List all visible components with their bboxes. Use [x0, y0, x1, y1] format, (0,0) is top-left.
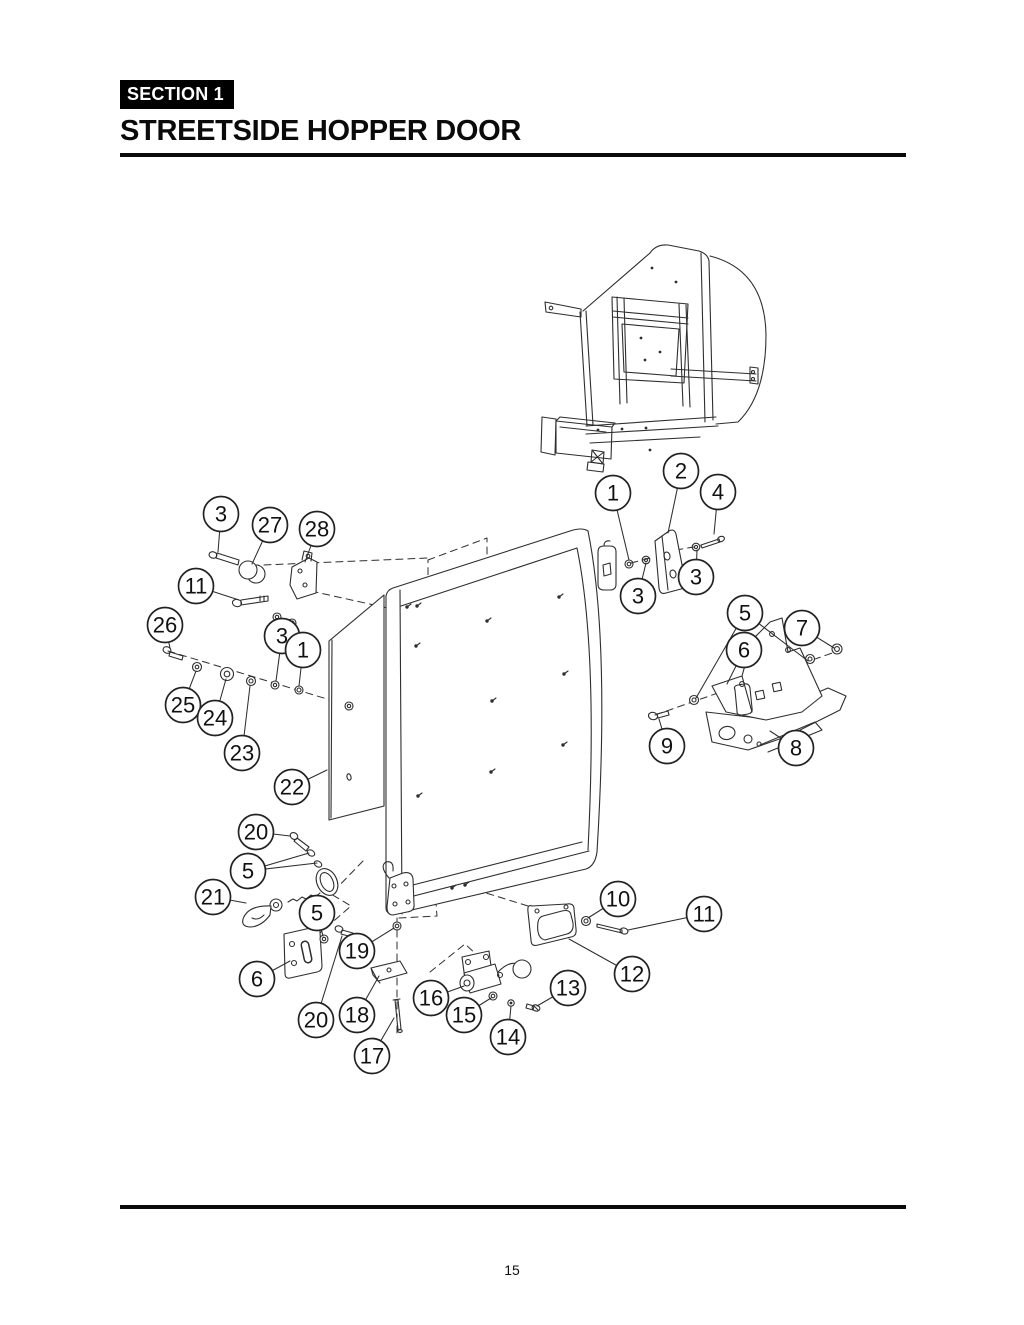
callout-20: 20 [237, 813, 275, 851]
svg-text:21: 21 [201, 885, 225, 910]
svg-text:28: 28 [305, 517, 329, 542]
svg-text:3: 3 [276, 624, 288, 649]
svg-text:19: 19 [345, 939, 369, 964]
svg-text:23: 23 [230, 741, 254, 766]
callout-15: 15 [445, 996, 483, 1034]
svg-text:15: 15 [452, 1003, 476, 1028]
svg-text:7: 7 [796, 616, 808, 641]
svg-text:2: 2 [675, 459, 687, 484]
header-rule [120, 153, 906, 157]
svg-text:27: 27 [258, 513, 282, 538]
svg-text:12: 12 [620, 962, 644, 987]
door-rivets [405, 593, 569, 890]
hopper-door-panel [382, 528, 617, 916]
svg-text:25: 25 [171, 693, 195, 718]
door-bottom-hinge [382, 861, 415, 916]
callout-1: 1 [284, 631, 322, 669]
callout-28: 28 [298, 510, 336, 548]
callout-19: 19 [338, 932, 376, 970]
section-badge: SECTION 1 [120, 80, 234, 109]
svg-text:22: 22 [280, 775, 304, 800]
svg-text:3: 3 [632, 584, 644, 609]
callout-18: 18 [338, 996, 376, 1034]
callout-3: 3 [619, 577, 657, 615]
svg-text:11: 11 [185, 574, 208, 599]
callout-11: 11 [177, 567, 215, 605]
strap-assembly [242, 831, 339, 928]
svg-text:13: 13 [556, 976, 580, 1001]
door-seal-sheet [328, 594, 385, 821]
callout-17: 17 [353, 1037, 391, 1075]
callout-10: 10 [599, 880, 637, 918]
svg-text:26: 26 [153, 613, 177, 638]
svg-text:3: 3 [215, 502, 227, 527]
callout-5: 5 [298, 894, 336, 932]
latch-handle-assembly [459, 950, 541, 1012]
svg-text:6: 6 [251, 967, 263, 992]
svg-text:20: 20 [304, 1008, 328, 1033]
callout-23: 23 [223, 734, 261, 772]
svg-text:5: 5 [242, 859, 254, 884]
svg-text:3: 3 [690, 565, 702, 590]
callout-9: 9 [648, 727, 686, 765]
callout-21: 21 [194, 878, 232, 916]
latch-catch-assembly [527, 903, 629, 946]
callout-4: 4 [699, 473, 737, 511]
callout-13: 13 [549, 969, 587, 1007]
callout-1: 1 [594, 474, 632, 512]
svg-text:11: 11 [693, 902, 716, 927]
callout-2: 2 [662, 452, 700, 490]
bottom-pin-hardware [370, 921, 408, 1033]
callout-7: 7 [783, 609, 821, 647]
callout-3: 3 [202, 495, 240, 533]
svg-text:17: 17 [360, 1044, 384, 1069]
svg-text:8: 8 [790, 736, 802, 761]
footer-rule [120, 1205, 906, 1209]
callout-27: 27 [251, 506, 289, 544]
page-header: SECTION 1 STREETSIDE HOPPER DOOR [120, 80, 906, 148]
svg-text:16: 16 [419, 986, 443, 1011]
right-latch-bracket-assembly [647, 617, 847, 753]
left-fastener-axis [162, 646, 354, 711]
callout-5: 5 [229, 852, 267, 890]
callout-25: 25 [164, 686, 202, 724]
svg-text:4: 4 [712, 480, 724, 505]
page-title: STREETSIDE HOPPER DOOR [120, 115, 522, 147]
svg-text:10: 10 [606, 887, 630, 912]
svg-text:14: 14 [496, 1025, 520, 1050]
callout-3: 3 [677, 558, 715, 596]
callout-8: 8 [777, 729, 815, 767]
hopper-overview-illustration [540, 244, 767, 473]
callout-12: 12 [613, 955, 651, 993]
svg-text:24: 24 [203, 706, 227, 731]
callout-20: 20 [297, 1001, 335, 1039]
callout-6: 6 [725, 631, 763, 669]
svg-text:5: 5 [311, 901, 323, 926]
page-number: 15 [504, 1262, 520, 1278]
callout-22: 22 [273, 768, 311, 806]
callout-11: 11 [685, 895, 723, 933]
callout-14: 14 [489, 1018, 527, 1056]
svg-text:1: 1 [297, 638, 309, 663]
pivot-bracket-cluster [208, 550, 318, 628]
svg-text:20: 20 [244, 820, 268, 845]
svg-text:9: 9 [661, 734, 673, 759]
svg-text:5: 5 [739, 601, 751, 626]
callout-6: 6 [238, 960, 276, 998]
callout-16: 16 [412, 979, 450, 1017]
callout-24: 24 [196, 699, 234, 737]
svg-text:6: 6 [738, 638, 750, 663]
svg-text:1: 1 [607, 481, 619, 506]
callout-5: 5 [726, 594, 764, 632]
svg-text:18: 18 [345, 1003, 369, 1028]
callout-26: 26 [146, 606, 184, 644]
